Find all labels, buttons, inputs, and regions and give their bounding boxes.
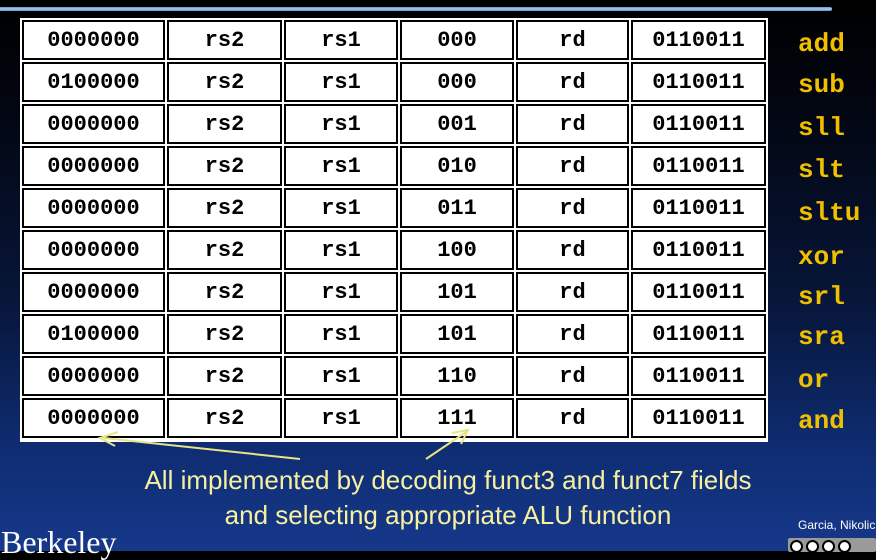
arrow-to-funct7 [103,437,301,460]
mnemonic-label: sltu [798,198,861,228]
funct3-cell: 011 [400,188,514,228]
funct7-cell: 0000000 [22,188,165,228]
opcode-cell: 0110011 [631,230,766,270]
by-icon [806,540,819,553]
arrow-to-funct3-head-icon [451,428,470,445]
rd-cell: rd [516,230,629,270]
mnemonic-label: sll [798,113,845,143]
rs1-cell: rs1 [284,188,398,228]
rs2-cell: rs2 [167,230,282,270]
mnemonic-label: sub [798,70,845,100]
funct7-cell: 0000000 [22,230,165,270]
rs2-cell: rs2 [167,398,282,438]
funct3-cell: 010 [400,146,514,186]
author-credit: Garcia, Nikolic [798,518,876,532]
arrow-to-funct3 [425,431,467,460]
rs2-cell: rs2 [167,62,282,102]
funct7-cell: 0000000 [22,146,165,186]
funct7-cell: 0100000 [22,314,165,354]
rd-cell: rd [516,146,629,186]
rd-cell: rd [516,62,629,102]
opcode-cell: 0110011 [631,62,766,102]
rs2-cell: rs2 [167,272,282,312]
funct3-cell: 000 [400,62,514,102]
funct3-cell: 001 [400,104,514,144]
rs2-cell: rs2 [167,20,282,60]
rs2-cell: rs2 [167,188,282,228]
rd-cell: rd [516,272,629,312]
mnemonic-label: xor [798,242,845,272]
rs1-cell: rs1 [284,272,398,312]
title-underline [0,7,832,11]
mnemonic-label: srl [798,282,845,312]
funct3-cell: 101 [400,314,514,354]
rs2-cell: rs2 [167,314,282,354]
funct7-cell: 0100000 [22,62,165,102]
opcode-cell: 0110011 [631,398,766,438]
funct3-cell: 000 [400,20,514,60]
opcode-cell: 0110011 [631,104,766,144]
opcode-cell: 0110011 [631,20,766,60]
rs1-cell: rs1 [284,230,398,270]
funct3-cell: 110 [400,356,514,396]
rd-cell: rd [516,398,629,438]
opcode-cell: 0110011 [631,146,766,186]
funct3-cell: 100 [400,230,514,270]
berkeley-logo: Berkeley [1,524,117,560]
rs1-cell: rs1 [284,62,398,102]
opcode-cell: 0110011 [631,272,766,312]
funct7-cell: 0000000 [22,272,165,312]
funct7-cell: 0000000 [22,356,165,396]
mnemonic-label: or [798,365,830,395]
opcode-cell: 0110011 [631,314,766,354]
caption-line-2: and selecting appropriate ALU function [224,500,672,530]
rd-cell: rd [516,314,629,354]
rs1-cell: rs1 [284,398,398,438]
rs1-cell: rs1 [284,146,398,186]
caption: All implemented by decoding funct3 and f… [60,463,836,533]
opcode-cell: 0110011 [631,188,766,228]
arrow-to-funct7-head-icon [97,431,119,447]
funct3-cell: 101 [400,272,514,312]
rs2-cell: rs2 [167,146,282,186]
rs1-cell: rs1 [284,314,398,354]
funct7-cell: 0000000 [22,104,165,144]
rd-cell: rd [516,356,629,396]
rs2-cell: rs2 [167,104,282,144]
mnemonic-label: slt [798,155,845,185]
rd-cell: rd [516,20,629,60]
rs2-cell: rs2 [167,356,282,396]
sa-icon [838,540,851,553]
rs1-cell: rs1 [284,20,398,60]
rs1-cell: rs1 [284,356,398,396]
opcode-cell: 0110011 [631,356,766,396]
nc-icon [822,540,835,553]
funct7-cell: 0000000 [22,398,165,438]
rd-cell: rd [516,188,629,228]
rs1-cell: rs1 [284,104,398,144]
rd-cell: rd [516,104,629,144]
mnemonic-label: sra [798,322,845,352]
mnemonic-label: and [798,406,845,436]
funct7-cell: 0000000 [22,20,165,60]
cc-icon [790,540,803,553]
mnemonic-label: add [798,29,845,59]
caption-line-1: All implemented by decoding funct3 and f… [144,465,752,495]
